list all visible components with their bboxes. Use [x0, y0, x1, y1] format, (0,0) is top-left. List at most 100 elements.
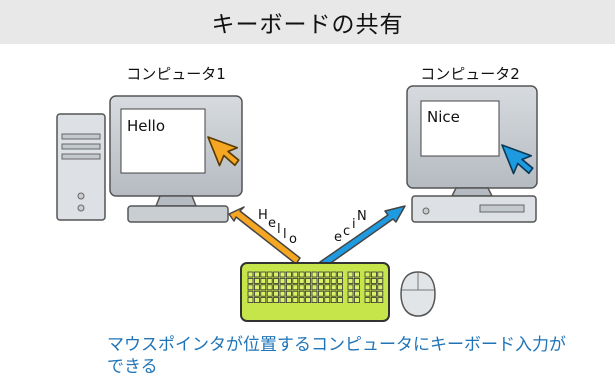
caption: マウスポインタが位置するコンピュータにキーボード入力ができる — [107, 335, 566, 377]
keyboard-key — [317, 284, 324, 291]
keyboard-key — [330, 297, 337, 304]
keyboard-key — [260, 271, 267, 278]
keyboard-key — [324, 284, 331, 291]
computer-2-window-text: Nice — [427, 108, 460, 126]
computer-1: Hello コンピュータ1 — [56, 65, 243, 223]
computer-1-label: コンピュータ1 — [126, 65, 226, 83]
computer-1-window-text: Hello — [127, 117, 165, 135]
keyboard-key — [347, 277, 354, 284]
keyboard-key — [253, 290, 260, 297]
keyboard-key — [285, 297, 292, 304]
computer-2: Nice コンピュータ2 — [406, 65, 538, 223]
keyboard-key — [253, 284, 260, 291]
keyboard-key — [353, 290, 360, 297]
keyboard-icon — [240, 262, 390, 322]
keyboard-key — [253, 271, 260, 278]
keyboard-key — [370, 290, 377, 297]
arrow-right-letter: c — [343, 224, 350, 239]
keyboard-key — [347, 290, 354, 297]
keyboard-key — [273, 284, 280, 291]
keyboard-key — [353, 284, 360, 291]
keyboard-key — [247, 277, 254, 284]
keyboard-key — [377, 290, 384, 297]
keyboard-key — [330, 290, 337, 297]
keyboard-key — [364, 277, 371, 284]
arrow-left-text: H e l l o — [258, 208, 297, 247]
computer-1-tower — [56, 113, 106, 221]
keyboard-key — [253, 297, 260, 304]
keyboard-key — [305, 297, 312, 304]
keyboard-key — [273, 297, 280, 304]
computer-2-label: コンピュータ2 — [420, 65, 520, 83]
arrow-left-letter: H — [258, 208, 268, 223]
keyboard-key — [305, 284, 312, 291]
keyboard-key — [347, 297, 354, 304]
keyboard-key — [305, 277, 312, 284]
keyboard-key — [330, 271, 337, 278]
keyboard-key — [285, 277, 292, 284]
keyboard-key — [285, 290, 292, 297]
keyboard-key — [260, 290, 267, 297]
keyboard-key — [292, 290, 299, 297]
computer-2-mouse-pointer-icon — [501, 144, 534, 175]
keyboard-key — [353, 297, 360, 304]
keyboard-key — [260, 277, 267, 284]
keyboard-key — [247, 297, 254, 304]
keyboard-key — [298, 277, 305, 284]
arrow-right-letter: i — [352, 217, 356, 232]
keyboard-key — [292, 284, 299, 291]
keyboard-key — [279, 271, 286, 278]
keyboard-key — [260, 297, 267, 304]
keyboard-key — [317, 277, 324, 284]
keyboard-key — [330, 284, 337, 291]
keyboard-key — [247, 290, 254, 297]
keyboard-key — [298, 290, 305, 297]
keyboard-key — [311, 271, 318, 278]
keyboard-key — [364, 271, 371, 278]
keyboard-key — [266, 290, 273, 297]
keyboard-key — [311, 290, 318, 297]
mouse-icon — [400, 271, 436, 317]
keyboard-key — [370, 271, 377, 278]
arrow-to-computer-1 — [228, 206, 301, 265]
keyboard-key — [364, 290, 371, 297]
keyboard-key — [370, 297, 377, 304]
keyboard-key — [337, 290, 344, 297]
diagram-title: キーボードの共有 — [211, 12, 404, 38]
keyboard-keys — [247, 271, 384, 304]
computer-2-window — [420, 100, 500, 157]
keyboard-key — [353, 277, 360, 284]
keyboard-key — [260, 284, 267, 291]
keyboard-key — [298, 271, 305, 278]
keyboard-key — [285, 271, 292, 278]
keyboard-key — [292, 277, 299, 284]
keyboard-key — [324, 290, 331, 297]
computer-1-window — [120, 108, 206, 174]
keyboard-key — [311, 284, 318, 291]
keyboard-key — [324, 277, 331, 284]
keyboard-key — [370, 277, 377, 284]
keyboard-key — [364, 284, 371, 291]
header-bar: キーボードの共有 — [0, 0, 615, 44]
keyboard-key — [311, 277, 318, 284]
keyboard-key — [279, 297, 286, 304]
keyboard-key — [273, 271, 280, 278]
keyboard-key — [317, 290, 324, 297]
keyboard-key — [324, 297, 331, 304]
keyboard-key — [377, 297, 384, 304]
keyboard-key — [364, 297, 371, 304]
keyboard-key — [292, 297, 299, 304]
keyboard-key — [273, 290, 280, 297]
keyboard-key — [247, 271, 254, 278]
keyboard-key — [317, 297, 324, 304]
keyboard-key — [330, 277, 337, 284]
keyboard-key — [337, 284, 344, 291]
keyboard-key — [298, 297, 305, 304]
arrow-right-letter: N — [357, 209, 367, 224]
keyboard-key — [266, 284, 273, 291]
keyboard-key — [285, 284, 292, 291]
keyboard-key — [337, 277, 344, 284]
keyboard-key — [347, 284, 354, 291]
arrow-left-letter: o — [289, 232, 297, 247]
keyboard-key — [247, 284, 254, 291]
